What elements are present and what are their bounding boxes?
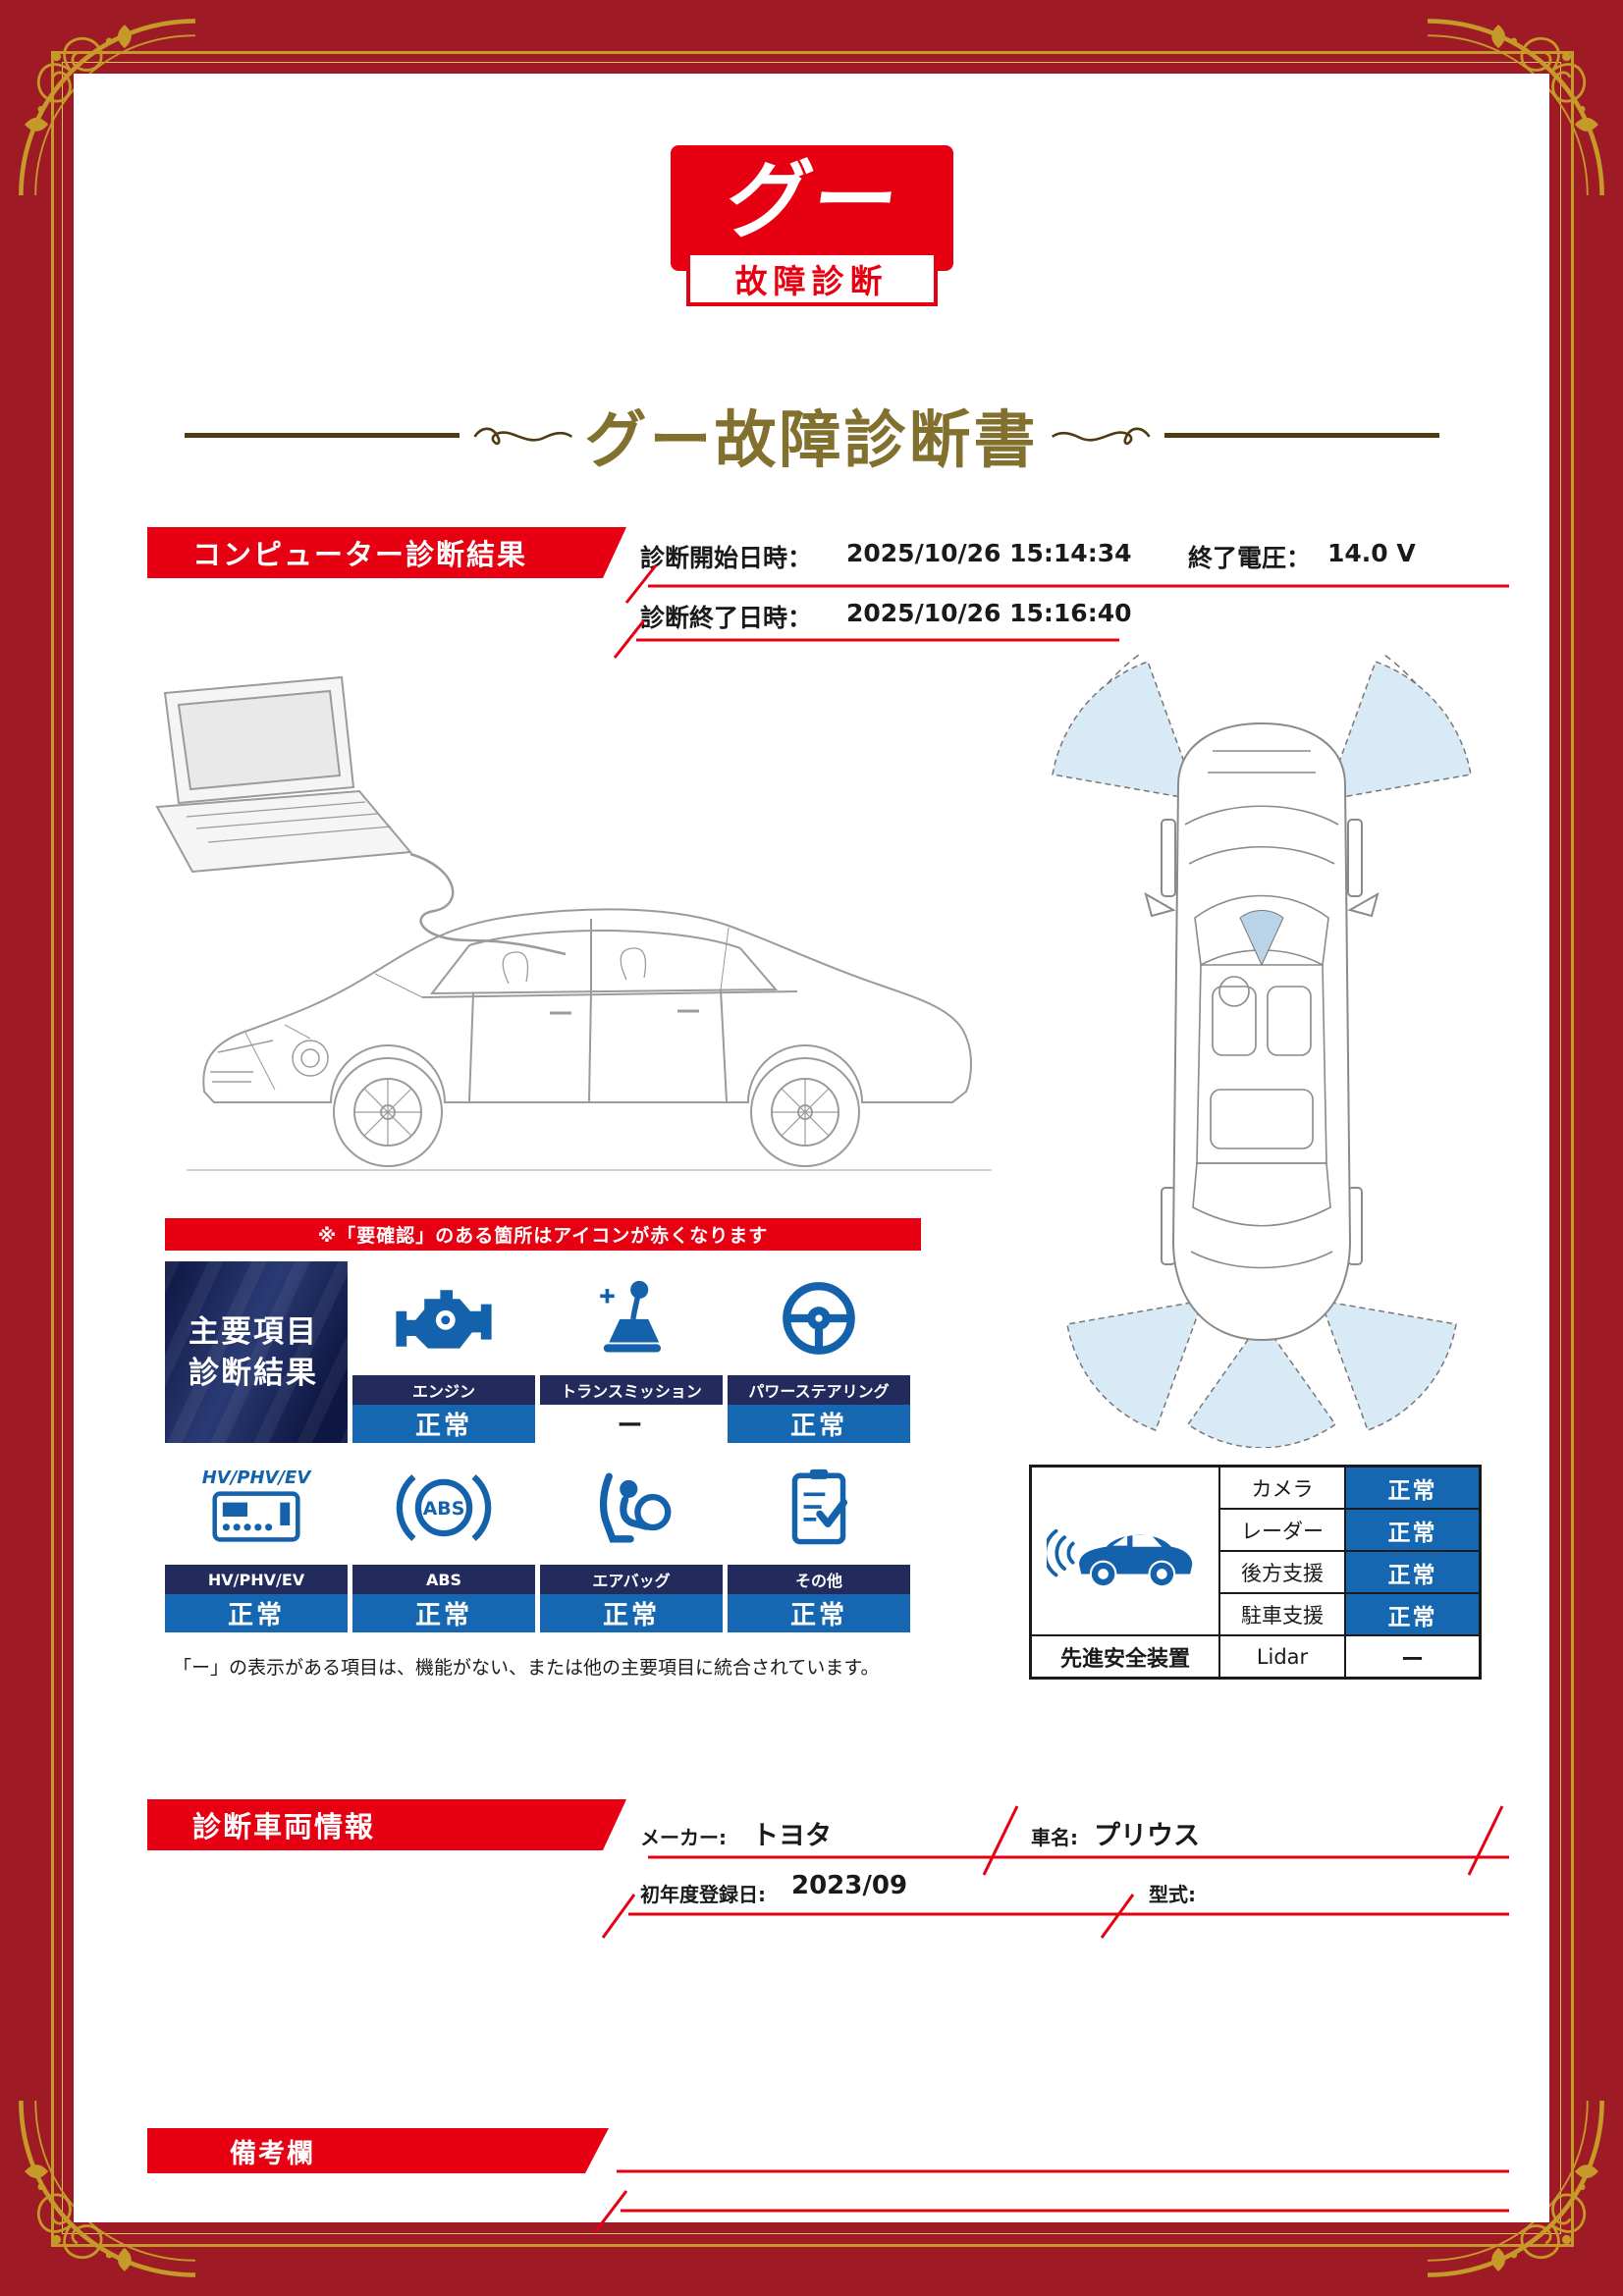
diagnostic-tile-engine: エンジン 正常 xyxy=(352,1261,535,1443)
diagnostic-tile-airbag: エアバッグ 正常 xyxy=(540,1451,723,1632)
first-registration-value: 2023/09 xyxy=(791,1871,908,1900)
safety-row-label: カメラ xyxy=(1219,1467,1345,1509)
section-banner-vehicle-info: 診断車両情報 xyxy=(147,1799,626,1850)
tile-label: ABS xyxy=(352,1565,535,1594)
diagnostic-tile-power-steering: パワーステアリング 正常 xyxy=(728,1261,910,1443)
tile-status: 正常 xyxy=(728,1405,910,1443)
model-code-label: 型式: xyxy=(1149,1883,1196,1906)
report-title-row: グー故障診断書 xyxy=(74,391,1549,480)
section-label: 診断車両情報 xyxy=(192,1810,376,1843)
page-title: グー故障診断書 xyxy=(584,404,1039,476)
section-banner-remarks: 備考欄 xyxy=(147,2128,609,2173)
diagnostic-tile-other: その他 正常 xyxy=(728,1451,910,1632)
tile-label: エンジン xyxy=(352,1375,535,1405)
maker-value: トヨタ xyxy=(752,1821,832,1851)
laptop-car-diagnosis-illustration xyxy=(155,675,992,1171)
tile-label: エアバッグ xyxy=(540,1565,723,1594)
safety-row-status: 正常 xyxy=(1345,1551,1480,1593)
diagnosis-end-value: 2025/10/26 15:16:40 xyxy=(846,599,1132,627)
hv-icon-text: HV/PHV/EV xyxy=(202,1468,313,1488)
steering-wheel-icon xyxy=(728,1261,910,1375)
goo-logo-text: グー xyxy=(719,152,906,250)
safety-row-label: Lidar xyxy=(1219,1635,1345,1678)
first-registration-label: 初年度登録日: xyxy=(640,1883,766,1906)
main-results-header: 主要項目 診断結果 xyxy=(165,1261,348,1443)
safety-row-label: 駐車支援 xyxy=(1219,1593,1345,1635)
safety-row-status: 正常 xyxy=(1345,1509,1480,1551)
tile-status: 正常 xyxy=(352,1594,535,1632)
title-flourish-icon xyxy=(1051,427,1151,445)
goo-logo-subtitle: 故障診断 xyxy=(734,262,889,300)
tile-label: その他 xyxy=(728,1565,910,1594)
maker-label: メーカー: xyxy=(640,1826,727,1849)
safety-row-status: 正常 xyxy=(1345,1593,1480,1635)
warning-note-strip: ※「要確認」のある箇所はアイコンが赤くなります xyxy=(165,1218,921,1251)
car-name-label: 車名: xyxy=(1031,1826,1078,1849)
tile-status: 正常 xyxy=(165,1594,348,1632)
safety-row-label: 後方支援 xyxy=(1219,1551,1345,1593)
safety-section-label: 先進安全装置 xyxy=(1031,1635,1219,1678)
safety-row-status: 正常 xyxy=(1345,1467,1480,1509)
title-flourish-icon xyxy=(472,427,572,445)
grid-footnote: 「ー」の表示がある項目は、機能がない、または他の主要項目に統合されています。 xyxy=(173,1657,880,1679)
main-results-header-line1: 主要項目 xyxy=(189,1314,318,1350)
tile-status: ー xyxy=(540,1405,723,1443)
section-banner-computer-diagnosis: コンピューター診断結果 xyxy=(147,527,626,578)
goo-logo-subtitle-box: 故障診断 xyxy=(685,251,938,306)
tile-status: 正常 xyxy=(728,1594,910,1632)
diagnosis-end-label: 診断終了日時： xyxy=(640,604,813,632)
airbag-icon xyxy=(540,1451,723,1565)
section-label: 備考欄 xyxy=(230,2138,315,2169)
hv-phv-ev-icon: HV/PHV/EV xyxy=(165,1451,348,1565)
tile-status: 正常 xyxy=(352,1405,535,1443)
engine-icon xyxy=(352,1261,535,1375)
title-rule-left xyxy=(184,433,460,438)
tile-label: トランスミッション xyxy=(540,1375,723,1405)
end-voltage-value: 14.0 V xyxy=(1327,539,1416,567)
abs-icon: ABS xyxy=(352,1451,535,1565)
safety-row-status: ー xyxy=(1345,1635,1480,1678)
goo-logo: グー xyxy=(670,145,953,271)
abs-icon-text: ABS xyxy=(423,1498,465,1520)
diagnostic-tile-abs: ABS ABS 正常 xyxy=(352,1451,535,1632)
end-voltage-label: 終了電圧： xyxy=(1188,544,1312,572)
tile-label: パワーステアリング xyxy=(728,1375,910,1405)
tile-label: HV/PHV/EV xyxy=(165,1565,348,1594)
vehicle-top-view-sensor-illustration xyxy=(1052,653,1472,1448)
tile-status: 正常 xyxy=(540,1594,723,1632)
checklist-icon xyxy=(728,1451,910,1565)
car-name-value: プリウス xyxy=(1094,1821,1200,1851)
transmission-icon xyxy=(540,1261,723,1375)
diagnostic-tile-hv-phv-ev: HV/PHV/EV HV/PHV/EV 正常 xyxy=(165,1451,348,1632)
diagnosis-start-label: 診断開始日時： xyxy=(640,544,813,572)
safety-car-icon xyxy=(1031,1467,1219,1635)
diagnostic-tile-transmission: トランスミッション ー xyxy=(540,1261,723,1443)
advanced-safety-table: 先進安全装置 カメラ 正常 レーダー 正常 後方支援 正常 駐車支援 正常 Li… xyxy=(1029,1465,1482,1680)
safety-row-label: レーダー xyxy=(1219,1509,1345,1551)
title-rule-right xyxy=(1163,433,1439,438)
section-label: コンピューター診断結果 xyxy=(192,538,528,571)
main-results-header-line2: 診断結果 xyxy=(189,1355,318,1391)
diagnosis-start-value: 2025/10/26 15:14:34 xyxy=(846,539,1132,567)
